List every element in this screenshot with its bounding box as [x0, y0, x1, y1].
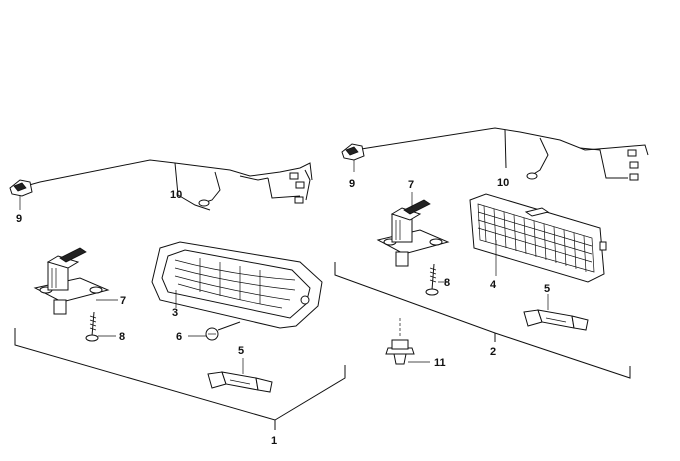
label-5-left: 5	[238, 345, 244, 357]
lamp-housing	[151, 241, 323, 329]
label-8-right: 8	[444, 277, 450, 289]
label-8-left: 8	[119, 331, 125, 343]
door-switch-right	[376, 192, 450, 267]
label-7-left: 7	[120, 295, 126, 307]
label-6: 6	[176, 331, 182, 343]
label-7-right: 7	[408, 179, 414, 191]
plug-11	[385, 318, 430, 365]
label-4: 4	[490, 279, 497, 291]
wiring-harness-left	[21, 159, 313, 211]
clip-left	[9, 179, 33, 210]
bulb-left	[207, 358, 273, 393]
screw-6	[188, 321, 241, 341]
label-10-right: 10	[497, 177, 509, 189]
lens-cover	[469, 193, 607, 283]
screw-left	[85, 311, 116, 342]
label-9-right: 9	[349, 178, 355, 190]
label-11: 11	[434, 357, 446, 369]
label-1: 1	[271, 435, 277, 447]
screw-right	[425, 263, 446, 296]
label-5-right: 5	[544, 283, 550, 295]
wiring-harness-right	[354, 127, 649, 181]
label-3: 3	[172, 307, 178, 319]
clip-right	[341, 143, 365, 172]
bulb-right	[523, 294, 589, 331]
label-9-left: 9	[16, 213, 22, 225]
label-2: 2	[490, 346, 496, 358]
label-10-left: 10	[170, 189, 182, 201]
door-switch-left	[33, 247, 118, 315]
